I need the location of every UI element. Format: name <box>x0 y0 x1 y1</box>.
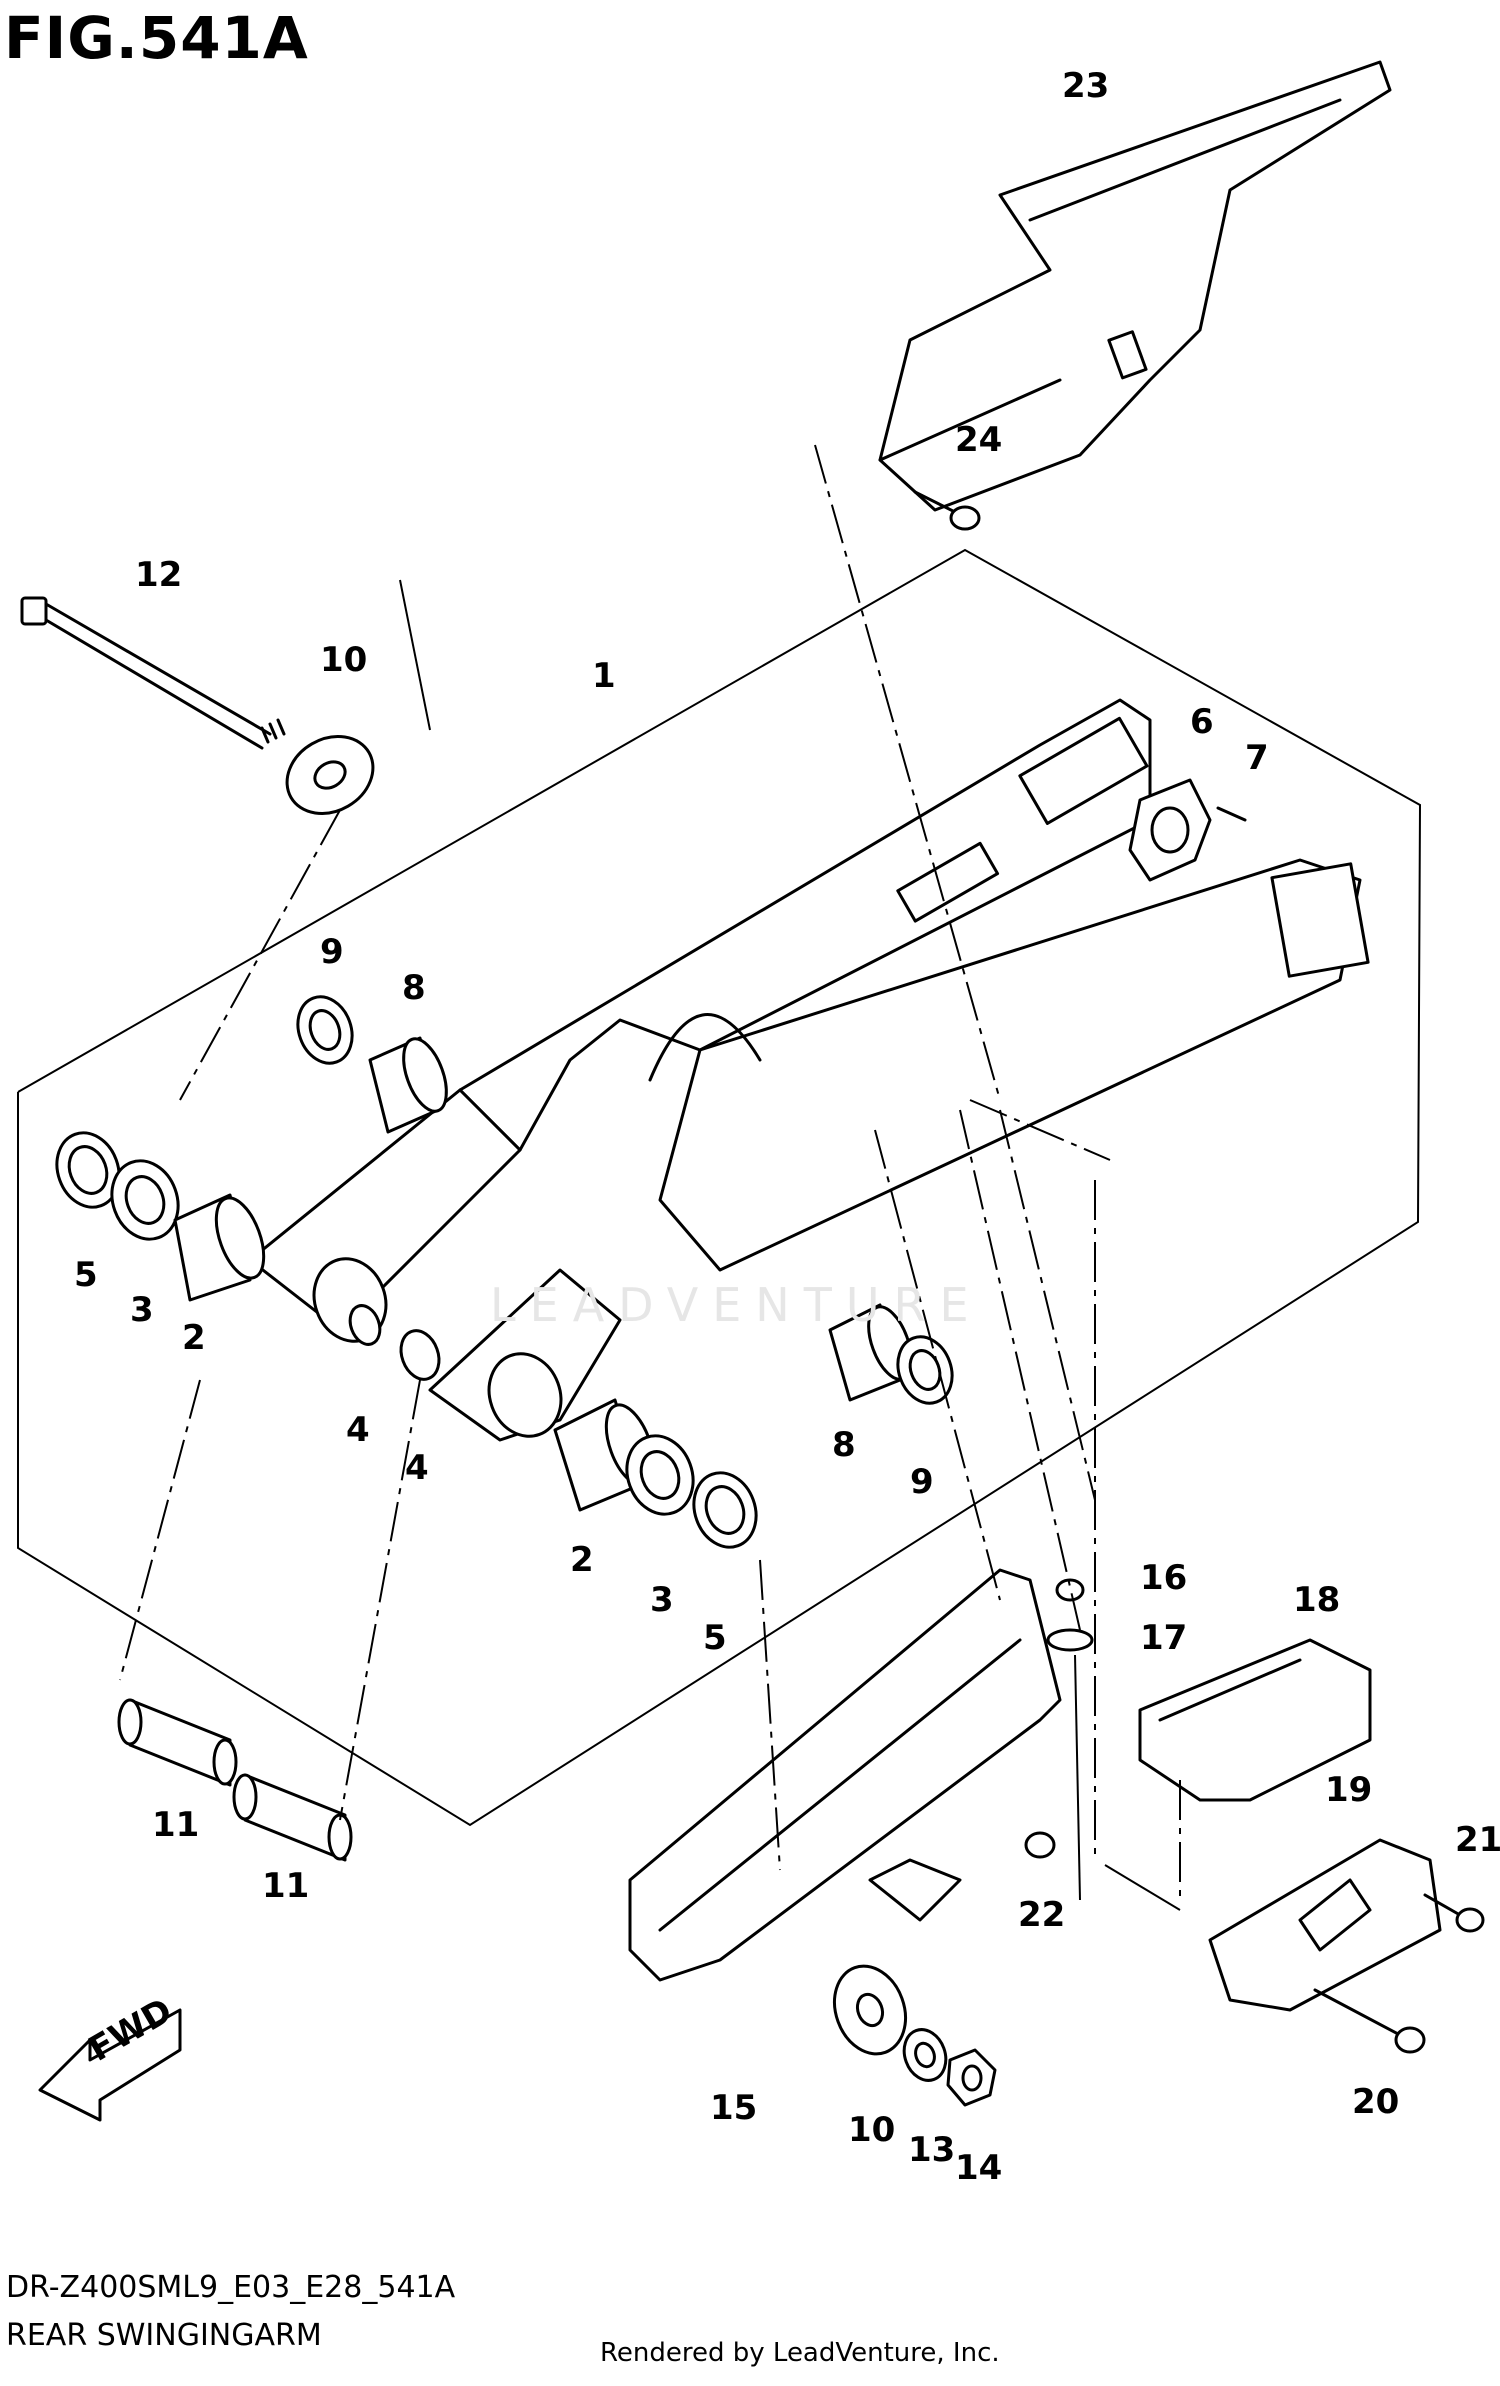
guide-plate-part <box>1208 1838 1442 2012</box>
callout-3b: 3 <box>650 1580 674 1620</box>
fwd-arrow-icon <box>38 2008 182 2122</box>
watermark: LEADVENTURE <box>490 1278 983 1332</box>
figure-subtitle: REAR SWINGINGARM <box>6 2318 322 2353</box>
chain-guide-part <box>1138 1638 1372 1802</box>
callout-5a: 5 <box>74 1255 98 1295</box>
bolt-21-part <box>1423 1893 1485 1933</box>
washer-10-top-part <box>285 735 375 815</box>
callout-21: 21 <box>1455 1820 1500 1860</box>
callout-20: 20 <box>1352 2082 1400 2122</box>
spacers-part <box>117 1698 353 1862</box>
callout-17: 17 <box>1140 1618 1188 1658</box>
callout-12: 12 <box>135 555 183 595</box>
callout-18: 18 <box>1293 1580 1341 1620</box>
swingarm-part <box>248 698 1370 1442</box>
callout-6: 6 <box>1190 702 1214 742</box>
callout-13: 13 <box>908 2130 956 2170</box>
callout-2a: 2 <box>182 1318 206 1358</box>
callout-19: 19 <box>1325 1770 1373 1810</box>
callout-3a: 3 <box>130 1290 154 1330</box>
chain-case-part <box>878 60 1392 512</box>
callout-14: 14 <box>955 2148 1003 2188</box>
callout-5b: 5 <box>703 1618 727 1658</box>
callout-4b: 4 <box>405 1448 429 1488</box>
callout-8b: 8 <box>832 1425 856 1465</box>
bearing-set-right <box>553 1303 954 1549</box>
model-code: DR-Z400SML9_E03_E28_541A <box>6 2270 456 2305</box>
washer-nut-set <box>833 1964 997 2107</box>
callout-9b: 9 <box>910 1462 934 1502</box>
bolt-20-part <box>1313 1988 1426 2054</box>
callout-4a: 4 <box>346 1410 370 1450</box>
render-credit: Rendered by LeadVenture, Inc. <box>600 2338 1000 2368</box>
callout-9a: 9 <box>320 932 344 972</box>
callout-16: 16 <box>1140 1558 1188 1598</box>
callout-15: 15 <box>710 2088 758 2128</box>
callout-10b: 10 <box>848 2110 896 2150</box>
callout-22: 22 <box>1018 1895 1066 1935</box>
callout-23: 23 <box>1062 66 1110 106</box>
callout-8a: 8 <box>402 968 426 1008</box>
pivot-bolt-part <box>20 596 286 750</box>
bolt-24-part <box>913 490 981 531</box>
bearing-set-left <box>55 995 448 1381</box>
chain-buffer-part <box>628 1568 1062 1982</box>
assembly-outline <box>17 548 1422 1827</box>
callout-11b: 11 <box>262 1866 310 1906</box>
adjuster-plate-part <box>1128 778 1247 882</box>
leader-lines <box>119 444 1181 1911</box>
callout-24: 24 <box>955 420 1003 460</box>
callout-7: 7 <box>1245 738 1269 778</box>
callout-1: 1 <box>592 656 616 696</box>
figure-title: FIG.541A <box>4 4 309 72</box>
callout-10a: 10 <box>320 640 368 680</box>
small-fasteners <box>1024 1578 1094 1859</box>
callout-2b: 2 <box>570 1540 594 1580</box>
callout-11a: 11 <box>152 1805 200 1845</box>
